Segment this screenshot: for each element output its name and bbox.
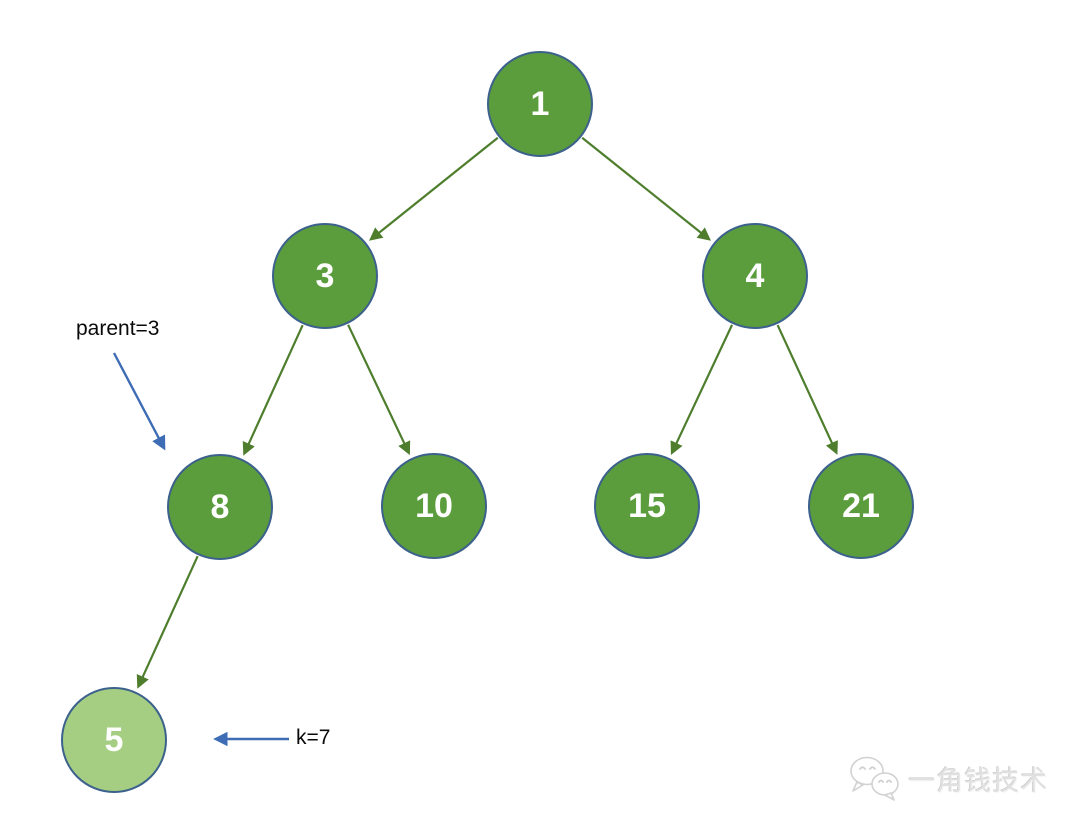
watermark-text: 一角钱技术	[908, 765, 1048, 796]
tree-node-value: 3	[315, 257, 335, 295]
tree-node-value: 15	[628, 487, 666, 525]
tree-node-value: 10	[415, 487, 453, 525]
tree-node-3: 3	[272, 223, 378, 329]
tree-edge-3-10	[347, 324, 411, 456]
tree-node-value: 5	[104, 721, 124, 759]
watermark: 一角钱技术	[846, 754, 1048, 802]
tree-node-8: 8	[167, 454, 273, 560]
tree-edge-8-5	[136, 555, 199, 689]
tree-node-value: 1	[530, 85, 550, 123]
tree-edge-3-8	[242, 324, 304, 456]
tree-node-15: 15	[594, 453, 700, 559]
k-pointer-label: k=7	[296, 726, 331, 749]
tree-node-value: 4	[745, 257, 765, 295]
parent-pointer-arrow	[112, 352, 166, 451]
tree-node-4: 4	[702, 223, 808, 329]
tree-edge-1-4	[581, 136, 711, 241]
tree-edge-4-21	[776, 324, 838, 455]
tree-node-1: 1	[487, 51, 593, 157]
tree-edge-1-3	[369, 136, 499, 241]
wechat-chat-bubbles-icon	[850, 756, 899, 801]
tree-node-10: 10	[381, 453, 487, 559]
tree-node-value: 21	[842, 487, 880, 525]
tree-node-value: 8	[210, 488, 230, 526]
tree-edge-4-15	[670, 324, 734, 455]
tree-node-21: 21	[808, 453, 914, 559]
parent-pointer-label: parent=3	[76, 317, 160, 340]
tree-node-5: 5	[61, 687, 167, 793]
